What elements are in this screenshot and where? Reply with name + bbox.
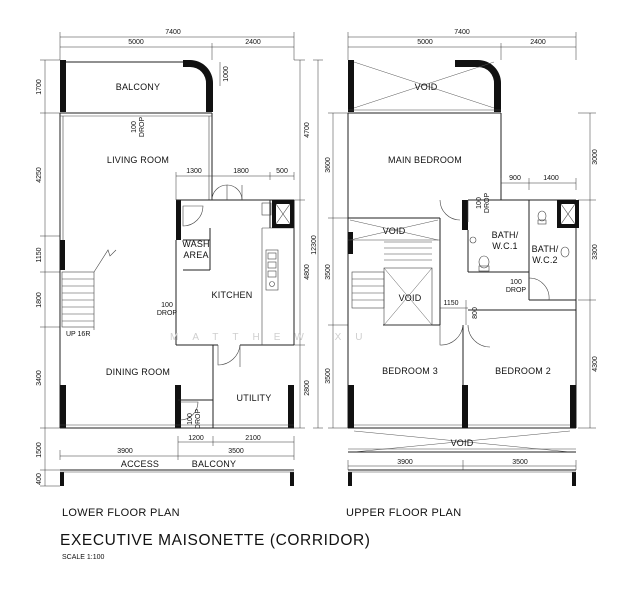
void-stair-label: VOID [399, 293, 422, 303]
bath-2-label-1: BATH/ [532, 244, 559, 254]
lower-dim-1800: 1800 [36, 292, 43, 308]
void-mid-label: VOID [383, 226, 406, 236]
upper-bottom-dimensions: 3900 3500 [347, 459, 577, 470]
lower-dim-1000: 1000 [223, 66, 230, 82]
upper-drop-b-2: DROP [506, 287, 527, 294]
upper-right-dimensions: 3000 3300 4300 [578, 112, 599, 429]
upper-floor-title: UPPER FLOOR PLAN [346, 507, 461, 519]
lower-dim-1150: 1150 [36, 247, 43, 262]
lower-left-dimensions: 1700 4250 1150 1800 3400 1500 400 [36, 59, 60, 487]
room-main-bedroom-label: MAIN BEDROOM [388, 155, 462, 165]
dim-1300: 1300 [186, 168, 202, 175]
lower-dim-1700: 1700 [36, 79, 43, 95]
upper-dim-3500: 3500 [512, 459, 528, 466]
dim-3900: 3900 [117, 448, 133, 455]
upper-dim-4300: 4300 [592, 356, 599, 372]
bath-1-label-2: W.C.1 [492, 241, 518, 251]
dim-1400: 1400 [543, 175, 559, 182]
drop-note-a-1: 100 [131, 121, 138, 133]
upper-floor-plan: 7400 5000 2400 3600 3500 3500 3000 3300 … [325, 29, 599, 486]
dim-3500: 3500 [228, 448, 244, 455]
lower-dim-4250: 4250 [36, 167, 43, 183]
overall-dim-12300: 12300 [311, 235, 318, 255]
lower-top-dimensions: 7400 5000 2400 1000 [59, 29, 295, 86]
upper-walls [347, 60, 579, 486]
upper-drop-a-2: DROP [484, 193, 491, 214]
bath-2-label-2: W.C.2 [532, 255, 558, 265]
lower-floor-plan: 7400 5000 2400 1000 1700 4250 1150 1800 … [36, 29, 323, 487]
room-balcony-label: BALCONY [116, 82, 160, 92]
upper-inner-dimensions: 900 1400 1150 800 [440, 175, 577, 325]
upper-dim-3000: 3000 [592, 149, 599, 165]
dim-500: 500 [276, 168, 288, 175]
room-wash-label-2: AREA [183, 250, 208, 260]
lower-kitchen-dimensions: 1300 1800 500 [175, 168, 295, 200]
stair-note: UP 16R [66, 331, 90, 338]
lower-floor-title: LOWER FLOOR PLAN [62, 507, 180, 519]
drop-note-c-1: 100 [187, 413, 194, 425]
room-kitchen-label: KITCHEN [212, 290, 253, 300]
lower-dim-1500: 1500 [36, 442, 43, 458]
upper-drop-b-1: 100 [510, 279, 522, 286]
room-bedroom-2-label: BEDROOM 2 [495, 366, 551, 376]
drop-note-b-1: 100 [161, 302, 173, 309]
dim-1150-upper: 1150 [443, 300, 458, 307]
lower-dim-3400: 3400 [36, 370, 43, 386]
room-utility-label: UTILITY [237, 393, 272, 403]
drawing-heading: EXECUTIVE MAISONETTE (CORRIDOR) [60, 532, 371, 549]
lower-dim-5000: 5000 [128, 39, 144, 46]
room-living-label: LIVING ROOM [107, 155, 169, 165]
lower-walls [59, 60, 295, 486]
room-bedroom-3-label: BEDROOM 3 [382, 366, 438, 376]
lower-dim-2800: 2800 [304, 380, 311, 396]
room-wash-label-1: WASH [182, 239, 209, 249]
void-top-label: VOID [415, 82, 438, 92]
room-dining-label: DINING ROOM [106, 367, 170, 377]
lower-dim-2400: 2400 [245, 39, 261, 46]
lower-dim-400: 400 [36, 473, 43, 485]
dim-800: 800 [472, 307, 479, 319]
dim-900: 900 [509, 175, 521, 182]
upper-dim-3300: 3300 [592, 244, 599, 260]
drop-note-a-2: DROP [139, 117, 146, 138]
upper-dim-3500a: 3500 [325, 264, 332, 280]
lower-room-labels: BALCONY LIVING ROOM WASH AREA KITCHEN DI… [106, 82, 272, 469]
bath-1-label-1: BATH/ [492, 230, 519, 240]
upper-dim-5000: 5000 [417, 39, 433, 46]
lower-dim-total: 7400 [165, 29, 181, 36]
drop-note-c-2: DROP [195, 409, 202, 430]
watermark: MATTHEW XU [170, 332, 376, 343]
drawing-scale: SCALE 1:100 [62, 554, 105, 561]
dim-2100: 2100 [245, 435, 261, 442]
upper-dim-total: 7400 [454, 29, 470, 36]
upper-drop-a-1: 100 [476, 197, 483, 209]
drop-note-b-2: DROP [157, 310, 178, 317]
void-bottom-label: VOID [451, 438, 474, 448]
upper-notes: 100 DROP 100 DROP [476, 193, 526, 294]
upper-dim-3500b: 3500 [325, 368, 332, 384]
lower-right-dimensions: 4700 4800 2800 12300 [294, 59, 323, 429]
upper-top-dimensions: 7400 5000 2400 [347, 29, 577, 60]
room-balcony-bottom-label: BALCONY [192, 459, 236, 469]
upper-dim-3600: 3600 [325, 157, 332, 173]
dim-1200: 1200 [188, 435, 204, 442]
lower-notes: 100 DROP 100 DROP 100 DROP UP 16R [66, 117, 202, 430]
dim-1800: 1800 [233, 168, 249, 175]
lower-dim-4800: 4800 [304, 264, 311, 280]
lower-dim-4700: 4700 [304, 122, 311, 138]
lower-bottom-dimensions: 1200 2100 3900 3500 [59, 435, 295, 460]
upper-left-dimensions: 3600 3500 3500 [325, 112, 348, 429]
upper-dim-2400: 2400 [530, 39, 546, 46]
upper-room-labels: VOID MAIN BEDROOM VOID BATH/ W.C.1 BATH/… [382, 82, 559, 448]
upper-dim-3900: 3900 [397, 459, 413, 466]
room-access-label: ACCESS [121, 459, 159, 469]
